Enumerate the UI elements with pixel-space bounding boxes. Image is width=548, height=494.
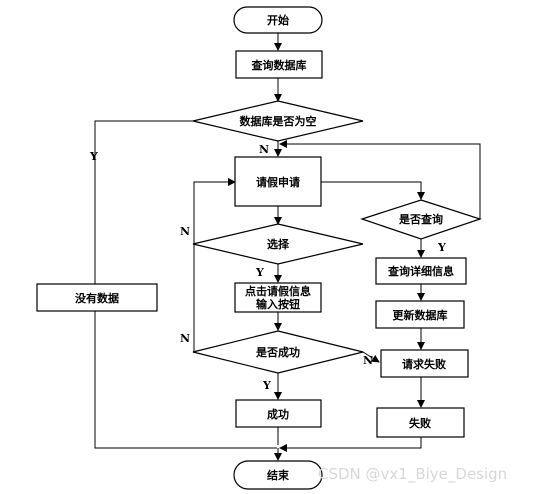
label-is-query-yes: Y: [437, 241, 446, 254]
node-is-query-decision: 是否查询: [360, 199, 482, 240]
node-db-empty-label: 数据库是否为空: [240, 114, 317, 128]
label-choose-no: N: [180, 225, 190, 238]
edge-is-query-loop: [279, 140, 481, 219]
node-fail-label: 失败: [409, 416, 431, 430]
label-success-no: N: [180, 332, 190, 345]
node-query-detail: 查询详细信息: [375, 257, 467, 285]
edge-request-to-is-query: [321, 181, 425, 200]
node-choose-label: 选择: [267, 237, 290, 251]
label-success-yes: Y: [262, 379, 271, 392]
node-start-label: 开始: [267, 13, 289, 27]
node-update-db-label: 更新数据库: [393, 308, 448, 322]
node-end-label: 结束: [266, 468, 290, 482]
node-click-info-label-2: 输入按钮: [256, 297, 300, 311]
node-query-db-label: 查询数据库: [252, 58, 307, 72]
label-choose-yes: Y: [255, 266, 264, 279]
watermark-text: CSDN @vx1_Biye_Design: [318, 465, 507, 484]
node-fail: 失败: [376, 407, 465, 438]
label-success-to-fail: N: [363, 354, 373, 367]
node-db-empty-decision: 数据库是否为空: [192, 100, 364, 142]
node-request-fail: 请求失败: [380, 349, 469, 378]
node-query-detail-label: 查询详细信息: [388, 264, 454, 278]
node-no-data-label: 没有数据: [75, 291, 119, 305]
node-is-success-decision: 是否成功: [192, 330, 364, 374]
node-end: 结束: [233, 460, 323, 490]
label-db-empty-no: N: [259, 143, 269, 156]
node-start: 开始: [233, 6, 323, 34]
node-request-fail-label: 请求失败: [402, 357, 446, 371]
label-db-empty-yes: Y: [89, 150, 98, 163]
edge-success-check-no-loop: [193, 182, 195, 353]
node-click-info: 点击请假信息 输入按钮: [234, 282, 322, 313]
edge-decision-yes-to-nodata: [94, 120, 193, 284]
node-is-query-label: 是否查询: [398, 212, 443, 226]
node-click-info-label-1: 点击请假信息: [245, 284, 311, 298]
node-is-success-label: 是否成功: [255, 345, 300, 359]
edge-success-check-to-fail: [362, 351, 380, 363]
node-query-db: 查询数据库: [235, 50, 323, 79]
edge-fail-to-merge: [279, 437, 422, 452]
edge-choose-no-loop: [193, 178, 236, 245]
node-leave-request-label: 请假申请: [256, 175, 300, 189]
edge-nodata-to-merge: [94, 311, 277, 449]
node-no-data: 没有数据: [36, 283, 158, 312]
node-leave-request: 请假申请: [234, 156, 322, 207]
edges: [94, 33, 481, 461]
node-success: 成功: [235, 399, 322, 428]
node-update-db: 更新数据库: [375, 300, 465, 329]
node-choose-decision: 选择: [192, 223, 364, 265]
node-success-label: 成功: [267, 407, 289, 421]
